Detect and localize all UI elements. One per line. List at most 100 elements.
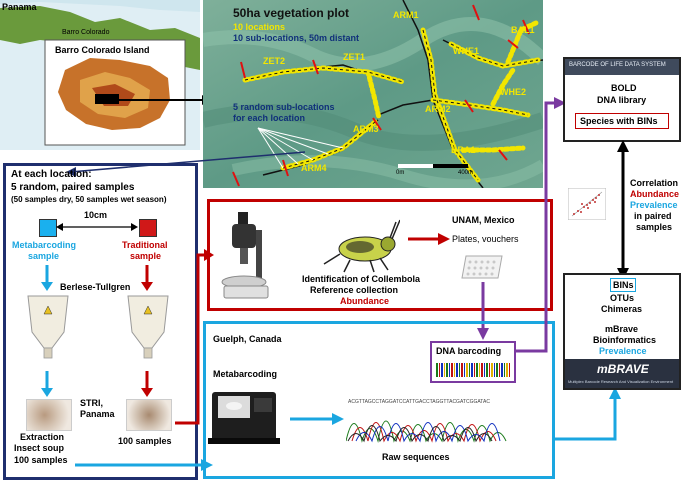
plot-label-dra1: DRA1 xyxy=(451,145,476,155)
svg-text:ACGTTAGCCTAGGATCCATTGACCTAGGTT: ACGTTAGCCTAGGATCCATTGACCTAGGTTACGATCGGAT… xyxy=(348,399,490,405)
trad-funnel-icon xyxy=(127,295,169,359)
species-bins-box: Species with BINs xyxy=(575,113,669,129)
chimeras-label: Chimeras xyxy=(601,304,643,314)
metabarcoding-sample-label: Metabarcoding xyxy=(12,240,77,250)
map-to-plot-arrow xyxy=(118,95,210,105)
insect-soup-label: Insect soup xyxy=(14,443,65,453)
meta-funnel-icon xyxy=(27,295,69,359)
mbrave-title: mBrave xyxy=(605,324,639,334)
trad-arrow-1 xyxy=(141,265,153,291)
berlese-label: Berlese-Tullgren xyxy=(60,282,131,292)
identification-label: Identification of Collembola xyxy=(302,274,421,284)
unam-box: UNAM, Mexico Plates, vouchers Identifica… xyxy=(207,199,553,311)
mbrave-logo: mBRAVE xyxy=(597,362,649,376)
plot-label-arm1: ARM1 xyxy=(393,10,419,20)
traditional-sample-photo xyxy=(126,399,172,431)
stri-label: STRI, xyxy=(80,398,104,408)
sequences-to-mbrave-arrow xyxy=(553,387,621,441)
panama-map-graphic xyxy=(0,0,200,150)
bins-box: BINs xyxy=(610,278,636,292)
bold-header-banner: BARCODE OF LIFE DATA SYSTEM xyxy=(565,59,679,75)
collembola-to-plates-arrow xyxy=(408,233,450,245)
plot-random-line1: 5 random sub-locations xyxy=(233,102,335,112)
scale-start-label: 0m xyxy=(396,170,405,176)
correlation-prevalence-label: Prevalence xyxy=(630,200,678,210)
sequencer-to-sequences-arrow xyxy=(290,413,344,425)
location-detail: (50 samples dry, 50 samples wet season) xyxy=(11,195,167,204)
plot-title: 50ha vegetation plot xyxy=(233,6,350,20)
metabarcoding-sample-label2: sample xyxy=(28,251,60,261)
bold-library: DNA library xyxy=(597,95,647,105)
mbrave-bioinformatics: Bioinformatics xyxy=(593,335,657,345)
location-title: At each location: xyxy=(11,169,92,180)
traditional-sample-label: Traditional xyxy=(122,240,168,250)
traditional-sample-label2: sample xyxy=(130,251,162,261)
plot-locations: 10 locations xyxy=(233,22,286,32)
plot-label-whe1: WHE1 xyxy=(453,46,480,56)
distance-arrow xyxy=(56,223,138,231)
unam-title: UNAM, Mexico xyxy=(452,215,515,225)
reference-collection-label: Reference collection xyxy=(310,285,399,295)
guelph-title: Guelph, Canada xyxy=(213,334,282,344)
map-island-label: Barro Colorado Island xyxy=(55,45,150,55)
correlation-samples-label: samples xyxy=(636,222,673,232)
extraction-count-label: 100 samples xyxy=(14,455,68,465)
panama-map: Panama Barro Colorado Barro Colorado Isl… xyxy=(0,0,200,150)
bold-header: BARCODE OF LIFE DATA SYSTEM xyxy=(569,62,666,68)
plot-terrain xyxy=(201,0,548,192)
insect-soup-photo xyxy=(26,399,72,431)
bold-title: BOLD xyxy=(611,83,637,93)
bins-label: BINs xyxy=(613,280,634,290)
meta-arrow-2 xyxy=(41,371,53,397)
chromatogram-icon: ACGTTAGCCTAGGATCCATTGACCTAGGTTACGATCGGAT… xyxy=(346,396,516,446)
trad-arrow-2 xyxy=(141,371,153,397)
scatter-plot-icon xyxy=(568,188,606,220)
metabarcoding-label: Metabarcoding xyxy=(213,369,278,379)
otus-label: OTUs xyxy=(610,293,635,303)
scale-end-label: 400m xyxy=(458,170,474,176)
unam-abundance-label: Abundance xyxy=(340,296,390,306)
guelph-box: Guelph, Canada Metabarcoding ACGTTAGCCTA… xyxy=(203,321,555,479)
plot-label-zet2: ZET2 xyxy=(263,56,286,66)
metabarcoding-square xyxy=(39,219,57,237)
species-bins-label: Species with BINs xyxy=(580,116,658,126)
plot-to-location-arrow xyxy=(66,151,306,177)
correlation-label: Correlation xyxy=(630,178,679,188)
dna-barcoding-box: DNA barcoding xyxy=(430,341,516,383)
mbrave-tagline: Multiplex Barcode Research And Visualiza… xyxy=(568,379,674,384)
plates-label: Plates, vouchers xyxy=(452,234,519,244)
barcode-icon xyxy=(436,363,510,377)
plate-icon xyxy=(461,255,503,279)
correlation-abundance-label: Abundance xyxy=(630,189,680,199)
raw-sequences-label: Raw sequences xyxy=(382,452,450,462)
plot-label-whe2: WHE2 xyxy=(500,87,527,97)
traditional-count-label: 100 samples xyxy=(118,436,172,446)
plot-label-bal1: BAL1 xyxy=(511,25,535,35)
map-country-label: Panama xyxy=(2,2,37,12)
location-subtitle: 5 random, paired samples xyxy=(11,182,135,193)
plot-label-zet1: ZET1 xyxy=(343,52,366,62)
stri-label2: Panama xyxy=(80,409,115,419)
plot-label-arm4: ARM4 xyxy=(301,163,327,173)
extraction-to-guelph-arrow xyxy=(75,459,213,471)
sequencer-icon xyxy=(208,392,280,444)
collembola-icon xyxy=(323,219,400,273)
plot-sublocations: 10 sub-locations, 50m distant xyxy=(233,33,360,43)
correlation-paired-label: in paired xyxy=(634,211,672,221)
map-island-small-label: Barro Colorado xyxy=(62,29,110,36)
traditional-square xyxy=(139,219,157,237)
mbrave-prevalence: Prevalence xyxy=(599,346,647,356)
microscope-icon xyxy=(221,212,269,299)
vegetation-plot: 50ha vegetation plot 10 locations 10 sub… xyxy=(201,0,548,192)
bold-box: BARCODE OF LIFE DATA SYSTEM BOLD DNA lib… xyxy=(563,57,681,142)
meta-arrow-1 xyxy=(41,265,53,291)
dna-barcoding-label: DNA barcoding xyxy=(436,346,502,356)
plot-label-arm3: ARM3 xyxy=(353,124,379,134)
mbrave-logo-banner: mBRAVE Multiplex Barcode Research And Vi… xyxy=(565,359,679,388)
bold-mbrave-correlation-arrow xyxy=(617,140,629,280)
distance-label: 10cm xyxy=(84,210,108,220)
location-box: At each location: 5 random, paired sampl… xyxy=(3,163,198,480)
extraction-label: Extraction xyxy=(20,432,65,442)
plot-random-line2: for each location xyxy=(233,113,306,123)
plot-label-arm2: ARM2 xyxy=(425,104,451,114)
